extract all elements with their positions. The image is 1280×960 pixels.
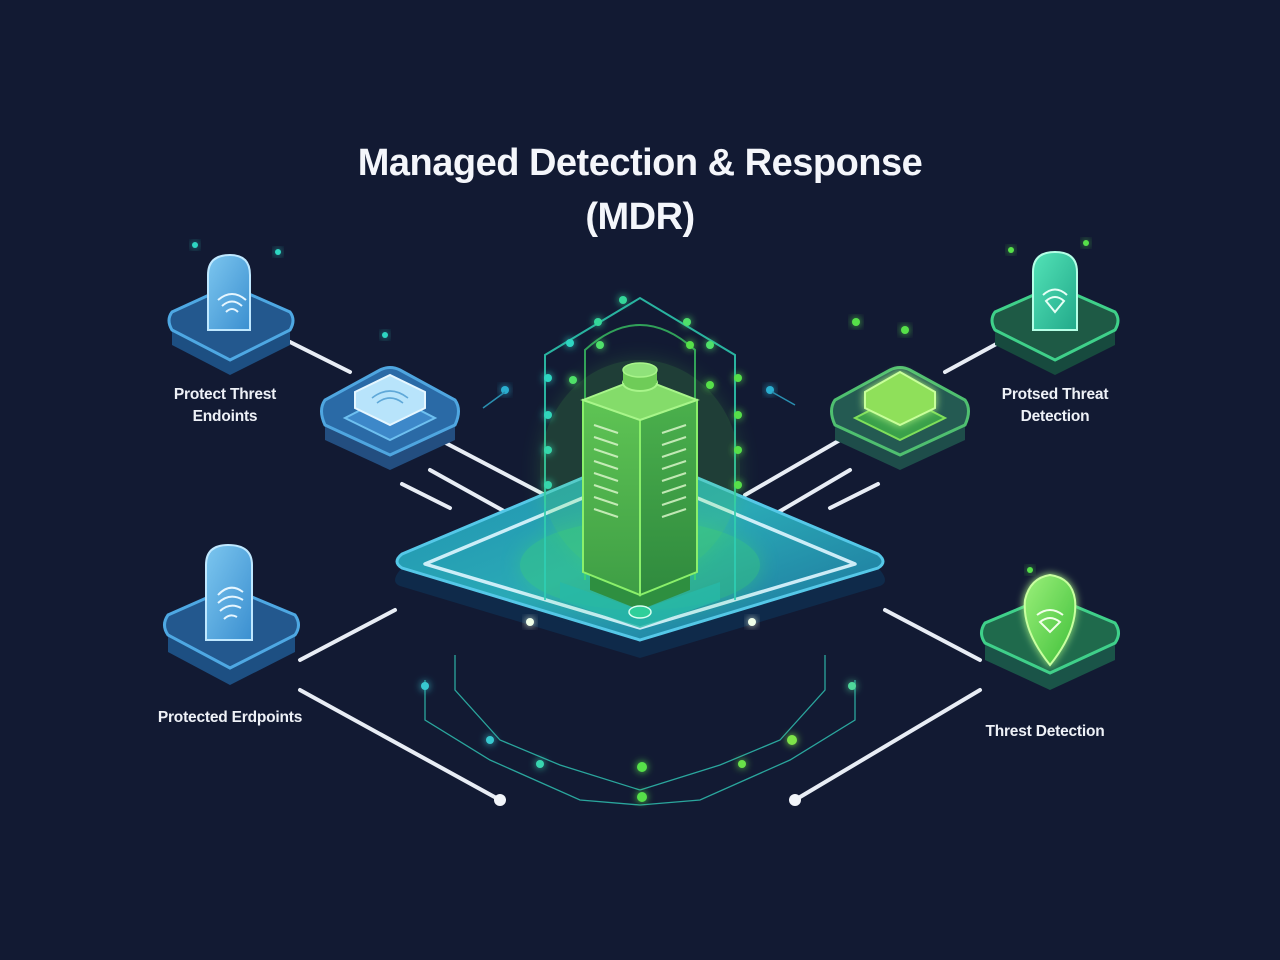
connector-line [793,688,982,802]
circuit-node [637,762,647,772]
connector-line [943,340,1002,374]
node-top-left [167,242,388,375]
connector-line [743,438,842,497]
connector-line [298,608,397,662]
node-bottom-right [980,567,1120,690]
server-tower-icon [526,360,756,626]
shield-fingerprint-icon [1023,573,1077,667]
router-chip-icon [864,370,936,427]
circuit-node [787,735,797,745]
shield-fingerprint-icon [205,543,253,641]
node-top-right [990,240,1120,375]
connector-line [828,482,880,510]
left-hub [320,366,509,470]
node-label-line: Protsed Threat [1001,386,1109,403]
node-bottom-left [163,543,300,685]
shield-fingerprint-icon [1032,250,1078,331]
circuit-node [738,760,746,768]
connector-line [298,688,502,802]
circuit-nodes [421,682,856,802]
connector-lines [288,340,1002,802]
node-label-line: Endoints [192,408,258,425]
diagram-title: Managed Detection & Response [357,142,923,184]
connector-end-dot [494,794,506,806]
circuit-traces [424,655,856,806]
server-rack-lines [593,424,687,518]
connector-line [883,608,982,662]
router-chip-icon [354,373,426,427]
node-label-line: Detection [1020,408,1090,425]
node-label-line: Protect Threst [173,386,277,403]
connector-line [438,438,547,497]
node-label-bottom-left: Protected Erdpoints [157,709,303,726]
connector-line [288,340,352,374]
shield-fingerprint-icon [207,253,251,331]
node-label-top-left: Protect Threst Endoints [150,384,300,428]
diagram-subtitle: (MDR) [585,196,695,238]
node-label-bottom-right: Threst Detection [985,723,1105,740]
node-label-top-right: Protsed Threat Detection [980,384,1130,428]
connector-end-dot [789,794,801,806]
circuit-node [486,736,494,744]
circuit-node [637,792,647,802]
connector-line [400,482,452,510]
circuit-node [421,682,429,690]
right-hub [766,318,970,470]
circuit-node [848,682,856,690]
circuit-node [536,760,544,768]
